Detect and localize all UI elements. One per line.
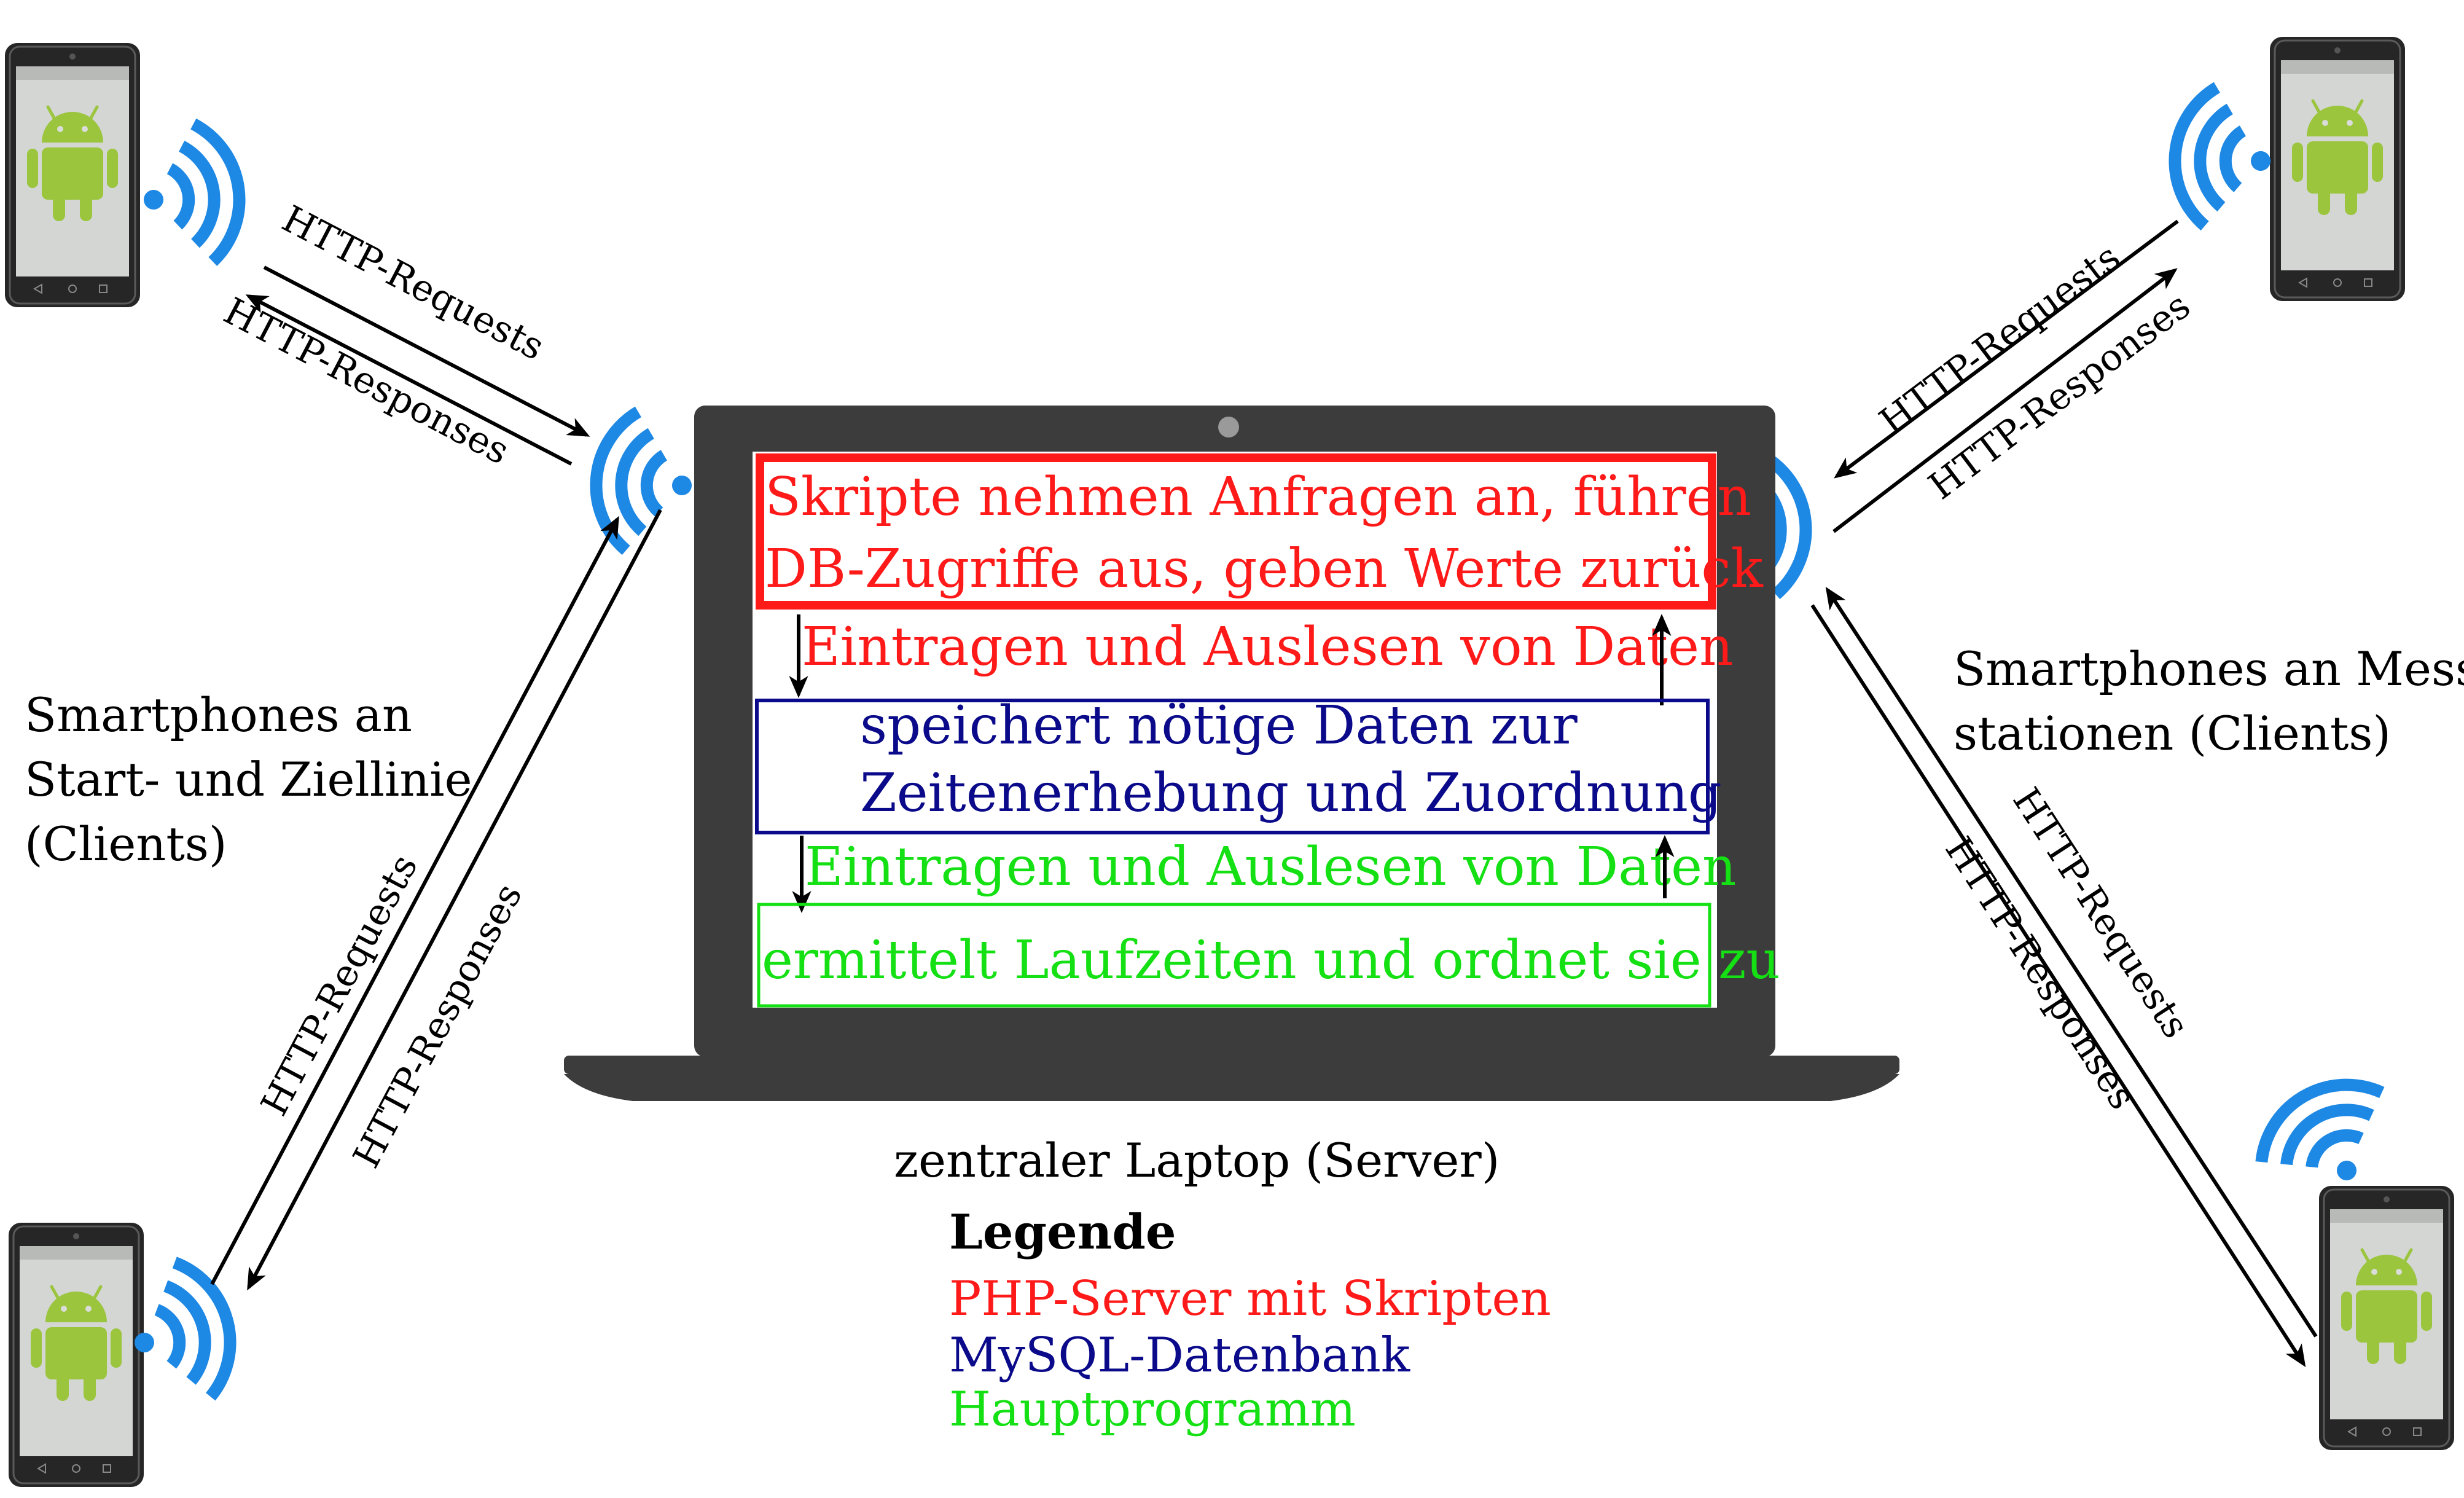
- legend-title: Legende: [949, 1204, 1176, 1260]
- smartphone-top-right: [2270, 37, 2405, 301]
- right-clients-line-2: stationen (Clients): [1954, 706, 2391, 761]
- left-clients-line-2: Start- und Ziellinie: [25, 752, 472, 807]
- smartphone-icon: [5, 43, 140, 307]
- smartphone-icon: [2270, 37, 2405, 301]
- smartphone-icon: [9, 1223, 144, 1487]
- left-clients-line-1: Smartphones an: [25, 688, 412, 742]
- http-responses-arrow-bottom-right: [1810, 604, 2306, 1368]
- left-clients-label: Smartphones an Start- und Ziellinie (Cli…: [25, 688, 472, 871]
- laptop-icon: [564, 406, 1899, 1101]
- legend-item-mysql: MySQL-Datenbank: [949, 1328, 1410, 1383]
- http-responses-label-bottom-right: HTTP-Responses: [1936, 829, 2144, 1117]
- left-clients-line-3: (Clients): [25, 817, 227, 871]
- data-flow-label-green: Eintragen und Auslesen von Daten: [805, 836, 1736, 898]
- wifi-icon: [590, 409, 698, 555]
- data-flow-label-red: Eintragen und Auslesen von Daten: [802, 616, 1733, 678]
- legend: Legende PHP-Server mit Skripten MySQL-Da…: [949, 1204, 1551, 1437]
- http-requests-arrow-top-left: [263, 265, 590, 437]
- smartphone-top-left: [5, 43, 140, 307]
- php-box-line-2: DB-Zugriffe aus, geben Werte zurück: [765, 538, 1764, 600]
- right-clients-line-1: Smartphones an Mess-: [1954, 641, 2464, 696]
- http-responses-arrow-bottom-left: [247, 509, 662, 1291]
- http-requests-arrow-bottom-right: [1825, 586, 2318, 1338]
- http-requests-arrow-bottom-left: [210, 516, 619, 1285]
- http-requests-label-top-right: HTTP-Requests: [1872, 235, 2128, 444]
- php-server-box: Skripte nehmen Anfragen an, führen DB-Zu…: [756, 453, 1764, 610]
- right-clients-label: Smartphones an Mess- stationen (Clients): [1954, 641, 2464, 761]
- http-responses-arrow-top-left: [245, 294, 573, 466]
- laptop-caption: zentraler Laptop (Server): [894, 1133, 1500, 1188]
- main-box-text: ermittelt Laufzeiten und ordnet sie zu: [762, 930, 1780, 991]
- wifi-icon: [2169, 84, 2277, 231]
- mysql-box-line-2: Zeitenerhebung und Zuordnung: [860, 763, 1722, 824]
- http-responses-arrow-top-right: [1832, 268, 2178, 533]
- mysql-box-line-1: speichert nötige Daten zur: [860, 695, 1578, 756]
- legend-item-php: PHP-Server mit Skripten: [949, 1271, 1551, 1327]
- main-program-box: ermittelt Laufzeiten und ordnet sie zu: [757, 903, 1780, 1008]
- mysql-database-box: speichert nötige Daten zur Zeitenerhebun…: [755, 695, 1722, 834]
- smartphone-bottom-right: [2319, 1186, 2454, 1450]
- legend-item-main: Hauptprogramm: [949, 1382, 1356, 1437]
- smartphone-icon: [2319, 1186, 2454, 1450]
- php-box-line-1: Skripte nehmen Anfragen an, führen: [765, 466, 1751, 528]
- wifi-icon: [134, 119, 248, 270]
- http-requests-arrow-top-right: [1834, 219, 2179, 479]
- smartphone-bottom-left: [9, 1223, 144, 1487]
